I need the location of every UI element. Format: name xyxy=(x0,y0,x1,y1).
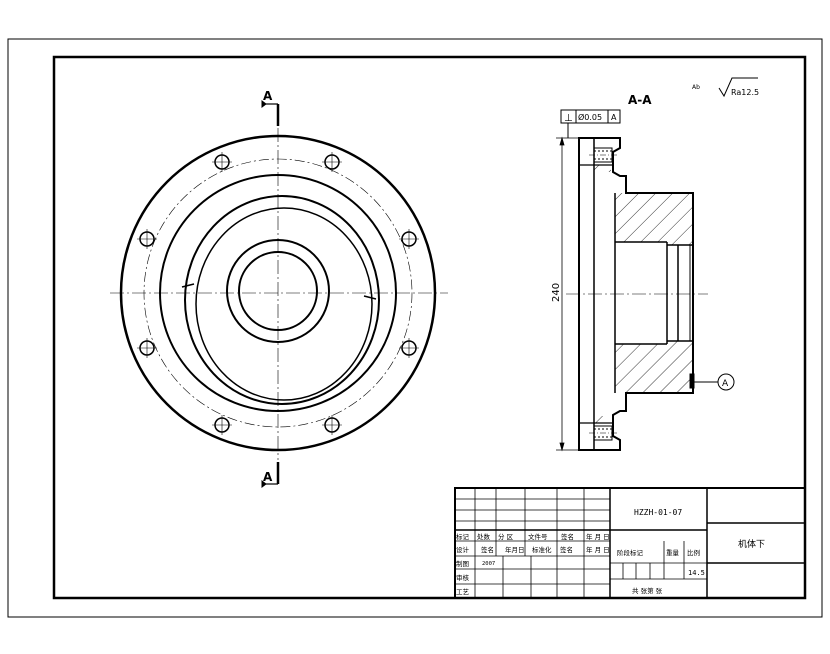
bolt-holes xyxy=(137,152,419,435)
header-sign3: 签名 xyxy=(560,545,573,554)
threaded-hole-top xyxy=(589,147,618,163)
hatch-flange-top xyxy=(594,165,611,172)
dimension-240 xyxy=(556,136,578,452)
roughness-value: Ra12.5 xyxy=(731,88,759,97)
section-view-label: A-A xyxy=(628,93,652,107)
threaded-hole-bottom xyxy=(589,425,618,441)
roughness-symbol xyxy=(718,77,758,98)
header-signature: 签名 xyxy=(561,532,574,541)
header-file-no: 文件号 xyxy=(528,532,548,541)
header-mark: 标记 xyxy=(456,532,470,541)
tolerance-frame xyxy=(560,109,621,138)
bolt-hole xyxy=(137,338,157,358)
bolt-hole xyxy=(399,229,419,249)
bolt-hole xyxy=(137,229,157,249)
bolt-hole xyxy=(212,415,232,435)
section-outline xyxy=(578,137,694,451)
bolt-hole xyxy=(212,152,232,172)
header-standard: 标准化 xyxy=(532,545,552,554)
roughness-rest-symbol: Ab xyxy=(692,84,700,91)
datum-callout xyxy=(694,373,735,391)
tolerance-datum: A xyxy=(611,113,617,122)
recess-ellipse-outer xyxy=(184,195,380,405)
header-zone: 分 区 xyxy=(498,532,514,541)
recess-ellipse-inner xyxy=(195,207,373,401)
bolt-hole xyxy=(399,338,419,358)
tolerance-value: Ø0.05 xyxy=(578,112,602,122)
row-review: 审核 xyxy=(456,573,470,582)
inner-border xyxy=(52,55,807,600)
dimension-value: 240 xyxy=(551,283,562,302)
header-date3: 年 月 日 xyxy=(586,545,610,554)
weight-value: 14.5 xyxy=(688,569,705,577)
header-design: 设计 xyxy=(456,545,470,554)
section-cut-marker-bottom xyxy=(261,462,280,488)
drawing-number: HZZH-01-07 xyxy=(634,508,682,517)
part-name: 机体下 xyxy=(738,538,765,550)
cut-marker-label-bottom: A xyxy=(263,470,273,484)
scale-label: 比例 xyxy=(687,548,700,557)
section-view xyxy=(566,137,708,451)
stage-label: 阶段标记 xyxy=(617,548,644,557)
title-block xyxy=(454,487,806,599)
row-process: 工艺 xyxy=(456,588,470,596)
outer-border xyxy=(7,38,823,618)
front-view xyxy=(110,128,448,460)
datum-label: A xyxy=(722,379,729,389)
row-draw-value: 2007 xyxy=(482,561,495,567)
bolt-hole xyxy=(322,415,342,435)
tolerance-symbol: ⊥ xyxy=(564,113,573,124)
weight-label: 重量 xyxy=(666,549,680,557)
cut-marker-label-top: A xyxy=(263,89,273,103)
row-draw: 制图 xyxy=(456,559,469,568)
bolt-hole xyxy=(322,152,342,172)
section-cut-marker-top xyxy=(261,100,280,126)
header-date: 年 月 日 xyxy=(586,532,610,541)
sheet-label: 共 张第 张 xyxy=(632,586,663,595)
hatch-lower xyxy=(615,341,693,393)
header-date2: 年月日 xyxy=(505,545,525,554)
hatch-flange-bottom xyxy=(594,416,611,423)
hatch-upper xyxy=(615,193,693,245)
header-count: 处数 xyxy=(477,532,491,541)
header-sign2: 签名 xyxy=(481,545,494,554)
